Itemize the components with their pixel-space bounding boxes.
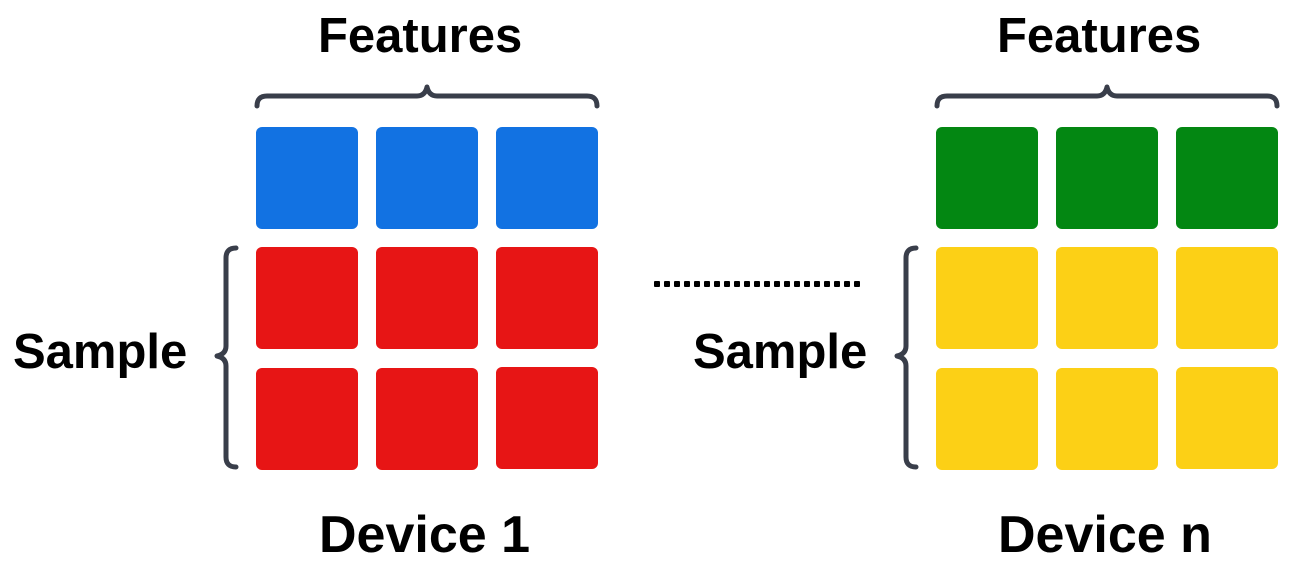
- device-n-sample-brace-icon: [894, 245, 919, 470]
- device-1-sample-brace-icon: [214, 245, 239, 470]
- device-1-sample-cell: [496, 247, 598, 349]
- device-1-sample-cell: [256, 247, 358, 349]
- device-1-sample-label: Sample: [13, 325, 188, 379]
- device-1-sample-cell: [256, 368, 358, 470]
- device-n-label: Device n: [998, 506, 1212, 564]
- device-n-sample-cell: [1056, 247, 1158, 349]
- dotted-separator-icon: [654, 281, 860, 287]
- device-n-features-brace-icon: [934, 84, 1280, 109]
- device-n-feature-cell: [1056, 127, 1158, 229]
- device-n-features-label: Features: [997, 9, 1202, 63]
- device-1-feature-cell: [256, 127, 358, 229]
- device-n-sample-cell: [1176, 367, 1278, 469]
- device-1-features-brace-icon: [254, 84, 600, 109]
- device-1-sample-cell: [376, 368, 478, 470]
- device-n-sample-label: Sample: [693, 325, 868, 379]
- device-1-sample-cell: [376, 247, 478, 349]
- device-n-sample-cell: [1056, 368, 1158, 470]
- device-1-features-label: Features: [318, 9, 523, 63]
- device-n-sample-cell: [936, 247, 1038, 349]
- device-1-label: Device 1: [319, 506, 531, 564]
- device-n-feature-cell: [936, 127, 1038, 229]
- device-n-feature-cell: [1176, 127, 1278, 229]
- device-n-sample-cell: [1176, 247, 1278, 349]
- device-1-feature-cell: [376, 127, 478, 229]
- device-1-sample-cell: [496, 367, 598, 469]
- device-1-feature-cell: [496, 127, 598, 229]
- device-n-sample-cell: [936, 368, 1038, 470]
